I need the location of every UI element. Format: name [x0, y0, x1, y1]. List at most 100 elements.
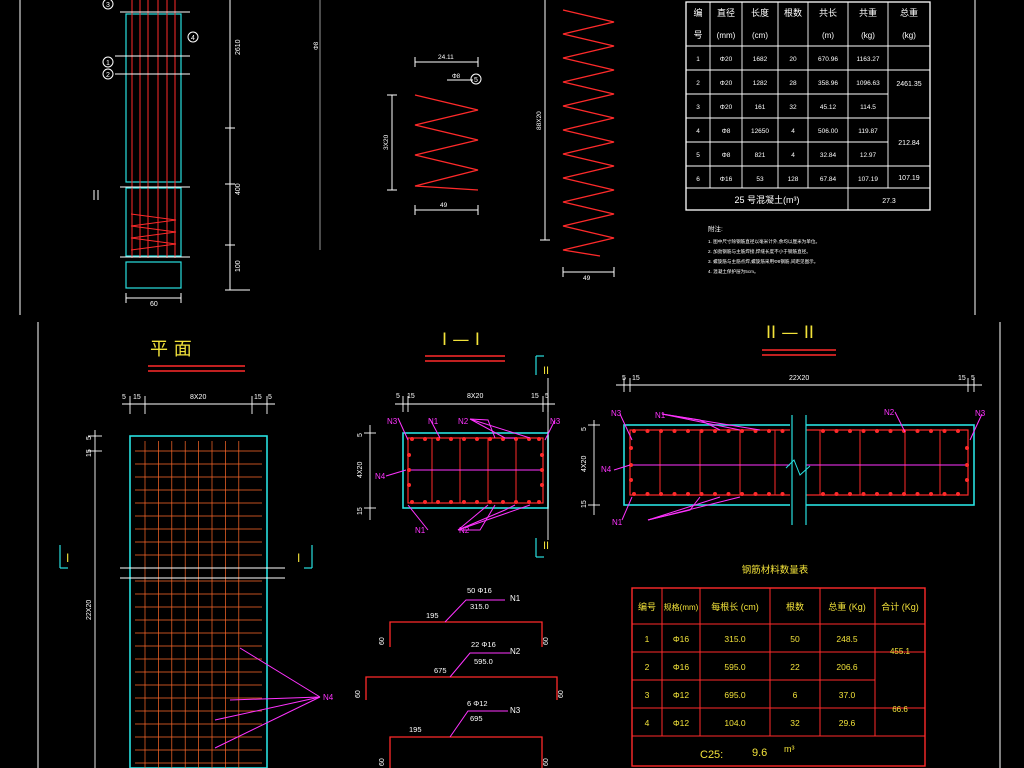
- rebar-dot: [462, 500, 466, 504]
- n2-end-right: 60: [558, 690, 565, 698]
- material-table-cell-weight: 29.6: [839, 718, 856, 728]
- rebar-dot: [501, 500, 505, 504]
- s1-dim-r5: 5: [545, 393, 549, 400]
- top-table-cell-no: 2: [696, 80, 700, 87]
- dim-col-c: 100: [235, 260, 242, 272]
- section1-title: I — I: [442, 330, 480, 350]
- n3-spec: 6 Φ12: [467, 699, 488, 708]
- rebar-dot: [488, 500, 492, 504]
- n2-hook: 675: [434, 666, 447, 675]
- top-concrete-label: 25 号混凝土(m³): [735, 194, 800, 205]
- s2-side-5: 5: [581, 427, 588, 431]
- plan-side-5: 5: [86, 436, 93, 440]
- material-table-cell-spec: Φ12: [673, 718, 690, 728]
- rebar-dot: [821, 429, 825, 433]
- top-table-cell-len: 821: [755, 152, 766, 159]
- s2-dim-5: 5: [622, 375, 626, 382]
- rebar-dot: [527, 500, 531, 504]
- material-table-cell-len: 595.0: [724, 662, 746, 672]
- top-table-cell-dia: Φ20: [720, 56, 733, 63]
- material-table-cell-cnt: 32: [790, 718, 800, 728]
- notes-title: 附注:: [708, 224, 723, 233]
- th-dia-1: 直径: [717, 7, 735, 18]
- plan-n4: N4: [323, 693, 334, 702]
- material-table-cell-len: 104.0: [724, 718, 746, 728]
- s2-dim-mid: 22X20: [789, 375, 809, 382]
- bar-shape-details: 50 Φ16 315.0 195 60 60 N1 22 Φ16 595.0 6…: [355, 586, 565, 768]
- material-table-cell-cnt: 22: [790, 662, 800, 672]
- th-tot-2: (kg): [902, 31, 916, 40]
- top-table-cell-no: 6: [696, 176, 700, 183]
- rebar-dot: [942, 429, 947, 433]
- note-line-3: 3. 螺旋筋与主筋点焊,螺旋筋采用Φ8钢筋,间距见图示。: [708, 258, 818, 265]
- n1-hook: 195: [426, 611, 439, 620]
- s2-n3-left: N3: [611, 409, 622, 418]
- rebar-dot: [537, 500, 541, 504]
- top-table-cell-cnt: 20: [789, 56, 797, 63]
- s1-dim-15: 15: [407, 393, 415, 400]
- n2-end-left: 60: [355, 690, 362, 698]
- mt-total-1: 455.1: [890, 647, 911, 656]
- rebar-dot: [632, 492, 636, 496]
- rebar-dot: [686, 429, 690, 433]
- rebar-dot: [713, 429, 717, 433]
- th-len-1: 长度: [751, 7, 769, 18]
- rebar-dot: [699, 429, 704, 433]
- plan-dim-15: 15: [133, 394, 141, 401]
- s1-dim-r15: 15: [531, 393, 539, 400]
- rebar-dot: [780, 429, 785, 433]
- rebar-dot: [942, 492, 947, 496]
- s2-n1-bottom: N1: [612, 518, 623, 527]
- material-table-cell-len: 315.0: [724, 634, 746, 644]
- top-table-cell-cnt: 28: [789, 80, 797, 87]
- n2-name: N2: [510, 647, 521, 656]
- mt-h-tot: 合计 (Kg): [881, 601, 919, 612]
- spiral-bottom-dim: 49: [440, 202, 448, 209]
- material-table: 钢筋材料数量表 编号 规格(mm) 每根长 (cm) 根数 总重 (Kg) 合计…: [631, 564, 926, 767]
- material-table-cell-weight: 206.6: [836, 662, 858, 672]
- s2-side-15: 15: [581, 500, 588, 508]
- rebar-dot: [488, 437, 492, 441]
- th-cnt-1: 根数: [784, 7, 802, 18]
- rebar-dot: [686, 492, 690, 496]
- top-table-cell-no: 1: [696, 56, 700, 63]
- th-no-2: 号: [693, 30, 702, 40]
- n3-length: 695: [470, 714, 483, 723]
- rebar-dot: [875, 429, 879, 433]
- mt-h-spec: 规格(mm): [664, 602, 699, 612]
- th-no-1: 编: [693, 7, 702, 18]
- rebar-dot: [540, 468, 544, 472]
- dim-col-w: 60: [150, 301, 158, 308]
- plan-cut-right: I: [297, 551, 300, 565]
- label-bar-2: 2: [106, 72, 110, 79]
- plan-cut-left: I: [66, 551, 69, 565]
- rebar-dot: [821, 492, 825, 496]
- rebar-dot: [407, 453, 411, 457]
- s1-cut-bottom: II: [543, 540, 549, 552]
- n3-name: N3: [510, 706, 521, 715]
- note-line-1: 1. 图中尺寸除钢筋直径以毫米计外,余均以厘米为单位。: [708, 238, 820, 245]
- top-table-cell-total_len: 32.84: [820, 152, 837, 159]
- note-line-4: 4. 混凝土保护层为5cm。: [708, 268, 759, 275]
- n1-end-right: 60: [543, 637, 550, 645]
- rebar-dot: [629, 478, 633, 482]
- top-total-2: 212.84: [898, 140, 920, 147]
- material-table-cell-no: 2: [645, 662, 650, 672]
- plan-side-long: 22X20: [86, 600, 93, 620]
- top-n-label: Φ8: [314, 41, 320, 50]
- rebar-dot: [929, 429, 933, 433]
- top-table-cell-total_len: 67.84: [820, 176, 837, 183]
- spiral-height-dim: 3X20: [383, 134, 390, 150]
- s1-n2-top: N2: [458, 417, 469, 426]
- top-table-cell-weight: 1096.63: [856, 80, 880, 87]
- rebar-dot: [726, 492, 731, 496]
- rebar-dot: [475, 500, 479, 504]
- s2-n2: N2: [884, 408, 895, 417]
- section-1-1: I — I 5 15 8X20 15 5 5 4X20: [357, 330, 561, 558]
- s1-side-5: 5: [357, 433, 364, 437]
- top-table-cell-total_len: 45.12: [820, 104, 837, 111]
- top-table-cell-weight: 114.5: [860, 104, 876, 111]
- rebar-dot: [965, 478, 969, 482]
- tall-bottom-dim: 49: [583, 275, 591, 282]
- top-table-cell-weight: 1163.27: [856, 56, 879, 63]
